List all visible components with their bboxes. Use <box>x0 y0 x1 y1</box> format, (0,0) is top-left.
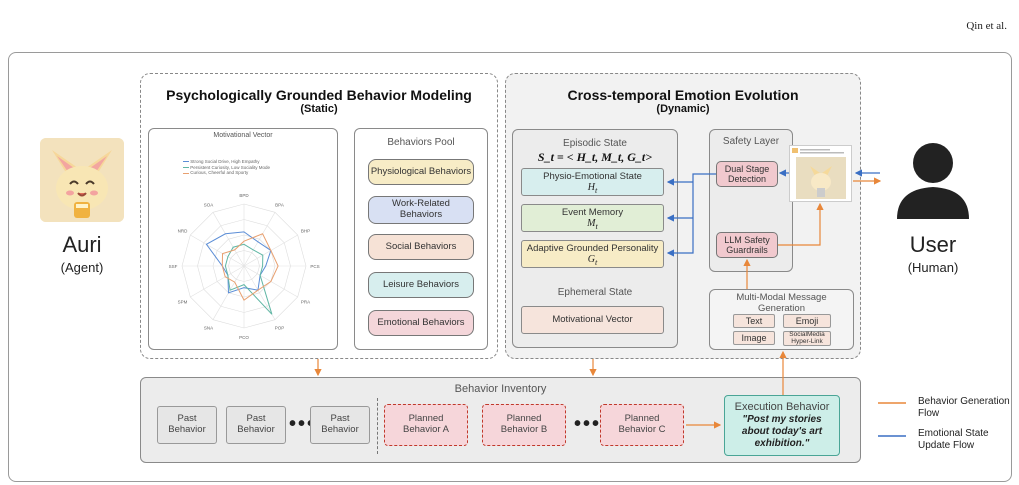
radar-axis <box>243 212 276 267</box>
inventory-title: Behavior Inventory <box>454 383 547 395</box>
radar-axis-label: SOA <box>204 203 214 208</box>
state-symbol: Mt <box>587 218 598 232</box>
state-label: Event Memory <box>561 207 624 218</box>
radar-axis-label: NRD <box>178 229 188 234</box>
radar-legend-item: Curious, Cheerful and Sporty <box>183 170 270 176</box>
radar-axis <box>243 265 276 320</box>
state-symbol: Gt <box>587 254 598 268</box>
state-event-memory: Event Memory Mt <box>521 204 664 232</box>
radar-title: Motivational Vector <box>213 132 273 139</box>
episodic-formula: S_t = < H_t, M_t, G_t> <box>512 150 678 165</box>
multimodal-title: Multi-Modal Message Generation <box>736 292 827 314</box>
safety-llm-guardrails: LLM Safety Guardrails <box>716 232 778 258</box>
legend-behavior-flow: Behavior Generation Flow <box>918 396 1010 419</box>
static-title: Psychologically Grounded Behavior Modeli… <box>166 87 472 103</box>
state-physio-emotional: Physio-Emotional State Ht <box>521 168 664 196</box>
agent-name: Auri <box>62 232 102 257</box>
episodic-title: Episodic State <box>563 138 627 149</box>
formula-text: S_t = < H_t, M_t, G_t> <box>537 150 653 164</box>
chip-text: Text <box>733 314 775 328</box>
radar-legend-item: Persistent Curiosity, Low Sociality Mode <box>183 165 270 171</box>
radar-axis-label: BPD <box>239 193 249 198</box>
radar-axis-label: PRA <box>301 300 310 305</box>
past-behavior: Past Behavior <box>157 406 217 444</box>
radar-series <box>224 243 273 315</box>
radar-axis-label: BHP <box>301 229 310 234</box>
ephemeral-motivational-vector: Motivational Vector <box>521 306 664 334</box>
radar-series <box>221 233 279 301</box>
agent-role: (Agent) <box>60 260 104 275</box>
radar-axis-label: SPM <box>178 300 188 305</box>
ephemeral-title: Ephemeral State <box>557 287 633 298</box>
user-silhouette-icon <box>897 143 969 219</box>
agent-avatar <box>40 138 124 222</box>
behavior-physiological: Physiological Behaviors <box>368 159 474 185</box>
state-label: Physio-Emotional State <box>543 171 642 182</box>
planned-behavior-b: Planned Behavior B <box>482 404 566 446</box>
planned-behavior-c: Planned Behavior C <box>600 404 684 446</box>
dynamic-title: Cross-temporal Emotion Evolution <box>567 87 799 103</box>
behaviors-pool-title: Behaviors Pool <box>387 137 455 148</box>
state-label: Adaptive Grounded Personality <box>526 243 659 254</box>
author-header: Qin et al. <box>966 20 1007 32</box>
static-section <box>140 73 498 359</box>
radar-axis <box>212 212 245 267</box>
chip-social-media-link: SocialMedia Hyper-Link <box>783 331 831 346</box>
radar-axis-label: BPA <box>275 203 284 208</box>
safety-title: Safety Layer <box>722 136 780 147</box>
radar-axis <box>190 265 245 298</box>
chip-emoji: Emoji <box>783 314 831 328</box>
user-avatar <box>893 139 973 221</box>
state-adaptive-personality: Adaptive Grounded Personality Gt <box>521 240 664 268</box>
execution-behavior: Execution Behavior "Post my stories abou… <box>724 395 840 456</box>
ellipsis-past: ••• <box>289 413 317 435</box>
arrow-guardrails-to-message <box>778 202 824 246</box>
radar-axis-label: POP <box>275 325 285 330</box>
fox-character-icon <box>40 138 124 222</box>
chat-screenshot-icon <box>792 148 846 199</box>
radar-axis-label: PCS <box>310 264 319 269</box>
ellipsis-planned: ••• <box>574 413 602 435</box>
chip-image: Image <box>733 331 775 345</box>
radar-legend: Strong Social Drive, High Empathy Persis… <box>183 159 270 176</box>
radar-axis-label: SNA <box>204 325 213 330</box>
behavior-emotional: Emotional Behaviors <box>368 310 474 336</box>
behavior-social: Social Behaviors <box>368 234 474 260</box>
execution-quote: "Post my stories about today's art exhib… <box>741 414 823 449</box>
past-behavior: Past Behavior <box>310 406 370 444</box>
radar-axis-label: PCO <box>239 335 249 340</box>
static-subtitle: (Static) <box>300 103 338 115</box>
radar-legend-item: Strong Social Drive, High Empathy <box>183 159 270 165</box>
behavior-work-related: Work-Related Behaviors <box>368 196 474 224</box>
diagram-frame <box>8 52 1012 482</box>
user-name: User <box>909 232 957 257</box>
divider <box>377 398 378 454</box>
user-role: (Human) <box>907 260 959 275</box>
radar-axis <box>190 234 245 267</box>
dynamic-subtitle: (Dynamic) <box>656 103 710 115</box>
motivational-vector-panel: Motivational Vector Strong Social Drive,… <box>148 128 338 350</box>
message-preview-image <box>789 145 852 202</box>
state-symbol: Ht <box>587 182 598 196</box>
execution-title: Execution Behavior <box>734 401 830 413</box>
behavior-leisure: Leisure Behaviors <box>368 272 474 298</box>
past-behavior: Past Behavior <box>226 406 286 444</box>
radar-chart: BPD BPA BHP PCS PRA POP PCO SNA SPM SSF NRD SOA <box>169 193 320 340</box>
radar-axis-label: SSF <box>169 264 178 269</box>
planned-behavior-a: Planned Behavior A <box>384 404 468 446</box>
legend-emotional-flow: Emotional State Update Flow <box>918 428 989 451</box>
arrow-detection-to-personality <box>666 173 716 257</box>
safety-dual-stage-detection: Dual Stage Detection <box>716 161 778 187</box>
